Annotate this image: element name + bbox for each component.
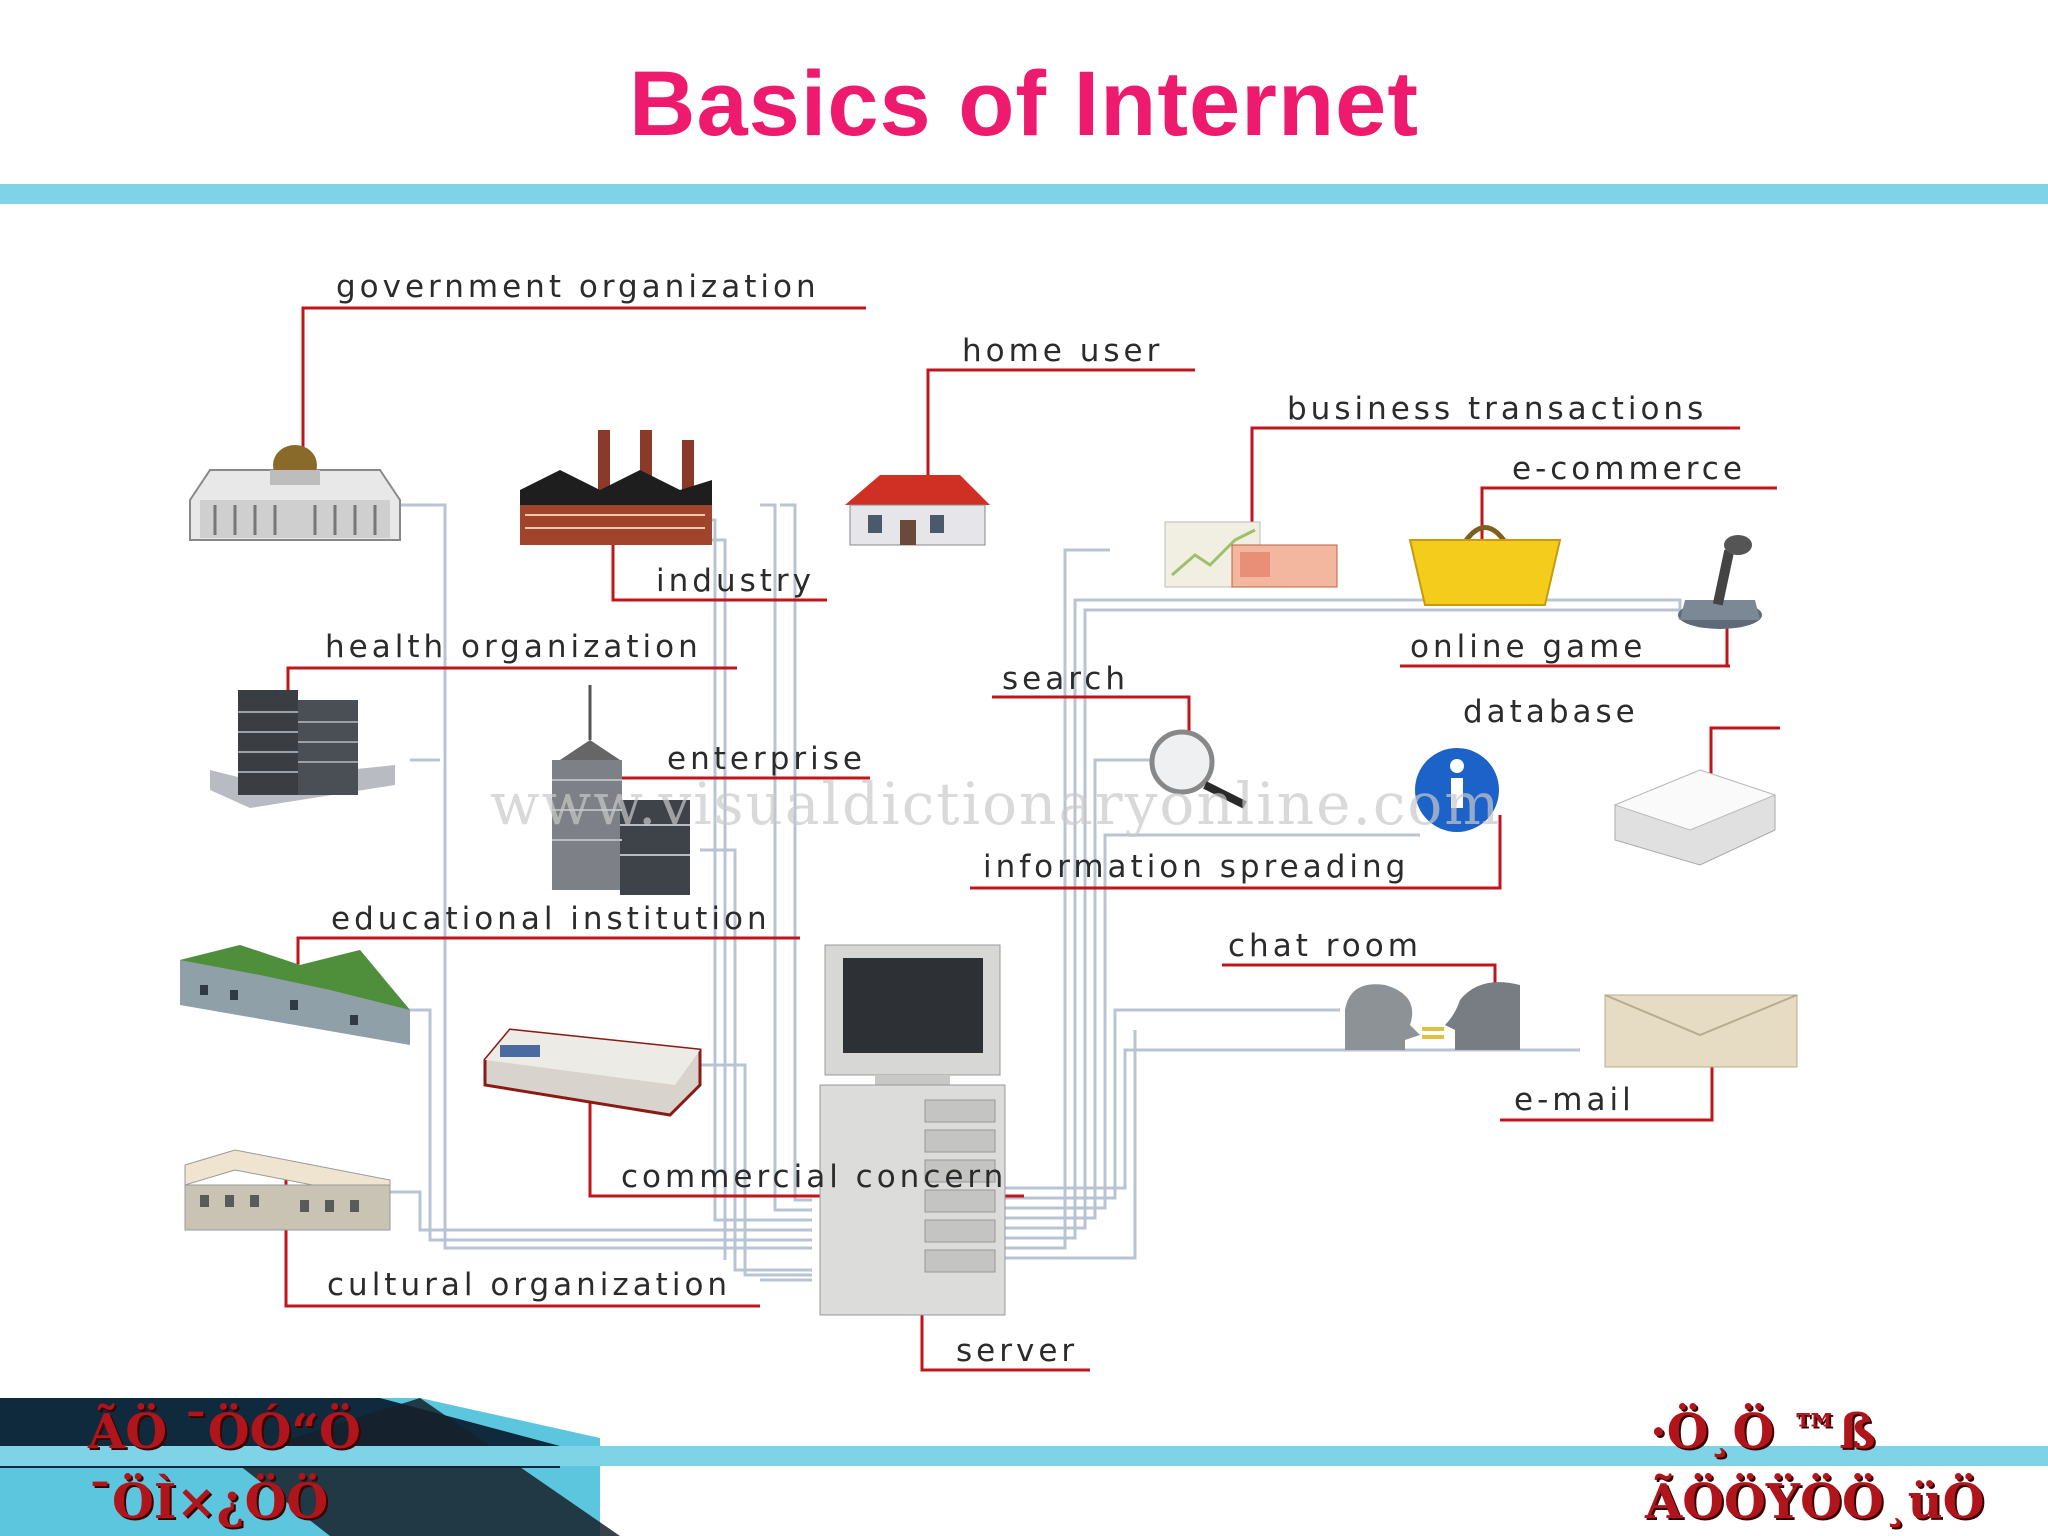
title-rule [0,184,2048,204]
label-search: search [1002,661,1129,697]
footer-left-line1: ÃÖ ¯ÖÓ“Ö [88,1404,361,1460]
magnifier-icon [1149,729,1247,809]
government-building-icon [189,445,401,541]
label-industry: industry [656,563,815,599]
server-computer-icon [819,944,1006,1316]
label-enterprise: enterprise [667,741,866,777]
house-icon [845,475,990,546]
footer-right-line2: ÃÖÖŸÖÖ¸üÖ [1645,1474,1985,1530]
mall-icon [483,1028,702,1117]
label-business-transactions: business transactions [1287,391,1708,427]
label-e-mail: e-mail [1514,1082,1635,1118]
footer-band [0,1398,2048,1536]
label-online-game: online game [1410,629,1647,665]
label-commercial-concern: commercial concern [621,1159,1008,1195]
network-cables [380,503,1682,1282]
label-chat-room: chat room [1228,928,1422,964]
label-server: server [956,1333,1079,1369]
chart-money-icon [1164,521,1338,588]
label-e-commerce: e-commerce [1512,451,1746,487]
slide-title: Basics of Internet [629,53,1419,155]
label-educational-institution: educational institution [331,901,771,937]
watermark-text: www.visualdictionaryonline.com [490,770,1502,838]
paper-stack-icon [1613,769,1777,866]
footer-right-line1: ·Ö¸Ö ™ß [1650,1404,1876,1460]
shopping-bag-icon [1408,525,1562,606]
info-icon [1415,748,1499,832]
envelope-icon [1604,994,1798,1068]
skyscraper-icon [552,685,690,895]
joystick-icon [1678,535,1762,629]
label-cultural-organization: cultural organization [327,1267,732,1303]
chat-heads-icon [1345,982,1520,1050]
label-information-spreading: information spreading [983,849,1410,885]
museum-icon [184,1149,391,1231]
campus-icon [180,945,410,1045]
factory-icon [520,430,712,545]
label-home-user: home user [962,333,1164,369]
label-health-organization: health organization [325,629,702,665]
label-government-organization: government organization [336,269,820,305]
label-database: database [1463,694,1639,730]
office-towers-icon [210,690,395,808]
footer-left-line2: ¯ÖÌ×¿ÖÖ [88,1474,329,1530]
